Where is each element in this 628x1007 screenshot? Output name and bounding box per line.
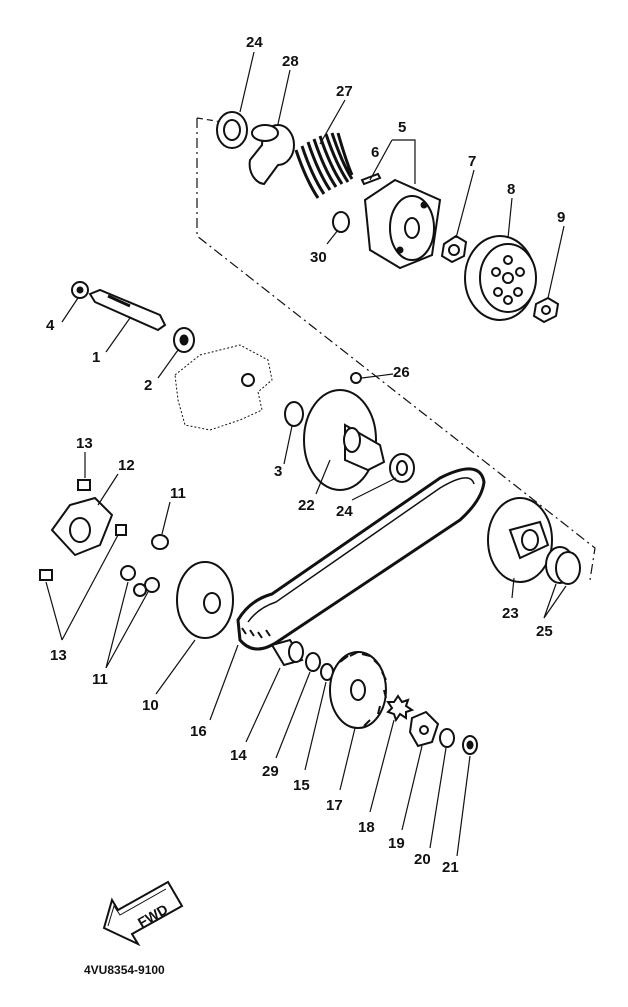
- callout-13-bottom: 13: [50, 647, 67, 664]
- callout-labels: 24 28 27 5 6 7 8 9 30 4 1 2 26 3 22 24 1…: [46, 34, 565, 876]
- roller-11-b: [120, 565, 136, 581]
- leader-lines: [45, 51, 567, 857]
- collar-14: [270, 638, 304, 667]
- circlip-25: [545, 546, 581, 585]
- nut-7: [440, 234, 468, 264]
- callout-24-top: 24: [246, 34, 263, 51]
- callout-15: 15: [293, 777, 310, 794]
- callout-3: 3: [274, 463, 282, 480]
- callout-22: 22: [298, 497, 315, 514]
- callout-1: 1: [92, 349, 100, 366]
- callout-13-top: 13: [76, 435, 93, 452]
- callout-9: 9: [557, 209, 565, 226]
- callout-10: 10: [142, 697, 159, 714]
- callout-11-top: 11: [170, 485, 186, 502]
- callout-8: 8: [507, 181, 515, 198]
- nut-21: [462, 735, 478, 755]
- callout-20: 20: [414, 851, 431, 868]
- washer-24-lower: [389, 453, 415, 483]
- callout-17: 17: [326, 797, 343, 814]
- roller-11-a: [151, 534, 169, 550]
- callout-19: 19: [388, 835, 405, 852]
- washer-29: [305, 652, 321, 672]
- clutch-carrier-5: [363, 178, 442, 270]
- callout-4: 4: [46, 317, 55, 334]
- slider-13-left: [39, 569, 53, 581]
- washer-24-top: [216, 111, 248, 149]
- roller-11-c: [144, 577, 160, 593]
- slider-13-top: [77, 479, 91, 491]
- star-washer-18: [386, 694, 415, 723]
- callout-16: 16: [190, 723, 207, 740]
- clutch-housing-8: [464, 235, 537, 321]
- roller-11-d: [133, 583, 147, 597]
- fixed-sheave-22: [303, 389, 386, 491]
- callout-23: 23: [502, 605, 519, 622]
- bearing-2: [173, 327, 195, 353]
- callout-6: 6: [371, 144, 379, 161]
- callout-5: 5: [398, 119, 406, 136]
- slider-13-right: [115, 524, 127, 536]
- secondary-sheave-23: [487, 497, 553, 583]
- callout-24-lower: 24: [336, 503, 353, 520]
- cam-plate-12: [50, 496, 114, 557]
- callout-12: 12: [118, 457, 135, 474]
- plate-19: [408, 710, 440, 748]
- callout-26: 26: [393, 364, 410, 381]
- diagram-code: 4VU8354-9100: [84, 963, 165, 977]
- callout-27: 27: [336, 83, 353, 100]
- collar-28: [248, 124, 295, 186]
- movable-sheave-10: [176, 561, 234, 639]
- callout-29: 29: [262, 763, 279, 780]
- washer-3: [284, 401, 304, 427]
- washer-20: [439, 728, 455, 748]
- oring-30: [332, 211, 350, 233]
- bearing-4: [71, 281, 89, 299]
- spring-27: [294, 132, 354, 199]
- callout-7: 7: [468, 153, 476, 170]
- fwd-arrow-icon: FWD: [102, 880, 184, 947]
- key-26: [350, 372, 362, 384]
- callout-21: 21: [442, 859, 459, 876]
- v-belt-16: [236, 467, 486, 651]
- callout-2: 2: [144, 377, 152, 394]
- crankcase-cover: [174, 344, 273, 431]
- shaft-1: [88, 288, 167, 332]
- callout-18: 18: [358, 819, 375, 836]
- callout-30: 30: [310, 249, 327, 266]
- fan-pulley-17: [329, 651, 387, 729]
- callout-28: 28: [282, 53, 299, 70]
- nut-9: [532, 296, 560, 324]
- callout-25: 25: [536, 623, 553, 640]
- callout-11-bottom: 11: [92, 671, 108, 688]
- callout-14: 14: [230, 747, 247, 764]
